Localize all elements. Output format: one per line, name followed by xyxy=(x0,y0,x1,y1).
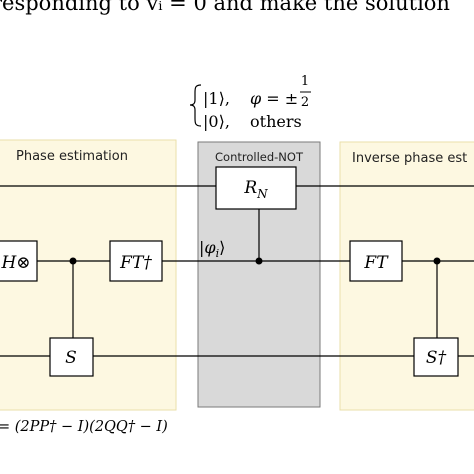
state-ket-subscript: i xyxy=(216,247,220,260)
ft-gate-box xyxy=(349,240,403,282)
r-n-gate-label: RN xyxy=(243,178,268,201)
condition-line2-text: others xyxy=(250,112,302,131)
ft-dagger-gate-box xyxy=(109,240,163,282)
ft-gate-label: FT xyxy=(363,253,389,273)
state-ket-close: ⟩ xyxy=(219,238,225,257)
s-dagger-gate-label: S† xyxy=(426,348,447,368)
controls xyxy=(69,209,441,338)
r-n-subscript: N xyxy=(256,187,268,201)
fraction-numerator: 1 xyxy=(301,74,309,89)
ft-dagger-gate-label: FT† xyxy=(119,253,152,273)
control-dot-s-dagger xyxy=(433,257,441,265)
condition-block: |1⟩, φ = ± 1 2 |0⟩, others xyxy=(189,74,311,131)
condition-line1-ket: |1⟩, xyxy=(203,89,230,108)
condition-line1-phi: φ = ± xyxy=(250,89,298,108)
header-text: responding to vᵢ = 0 and make the soluti… xyxy=(0,0,450,15)
gates: H⊗ FT† S RN FT S† xyxy=(0,166,459,377)
r-n-base: R xyxy=(243,178,257,198)
r-n-gate-box xyxy=(215,166,297,210)
fraction-denominator: 2 xyxy=(301,95,309,110)
h-tensor-gate-label: H⊗ xyxy=(0,253,30,273)
state-label: |φi⟩ xyxy=(199,238,225,260)
control-dot-s xyxy=(69,257,77,265)
controlled-not-label: Controlled-NOT xyxy=(215,150,304,164)
operator-formula: = (2PP† − I)(2QQ† − I) xyxy=(0,419,168,435)
s-gate-label: S xyxy=(65,348,77,368)
left-brace xyxy=(189,84,202,127)
condition-line2-ket: |0⟩, xyxy=(203,112,230,131)
s-dagger-gate-box xyxy=(413,337,459,377)
inverse-phase-estimation-label: Inverse phase est xyxy=(352,151,467,166)
h-tensor-gate-box xyxy=(0,240,38,282)
control-dot-rn xyxy=(255,257,263,265)
state-ket-open: |φ xyxy=(199,238,216,257)
phase-estimation-label: Phase estimation xyxy=(16,149,128,164)
s-gate-box xyxy=(49,337,94,377)
